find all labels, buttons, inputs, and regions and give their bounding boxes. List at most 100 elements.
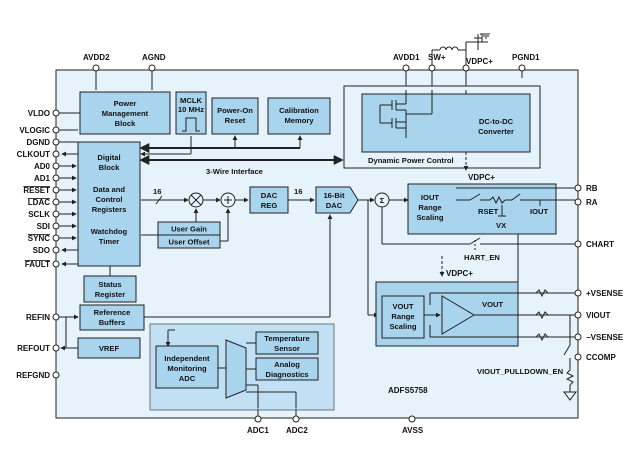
status-register-line1: Status [98,280,121,289]
mclk-line1: MCLK [180,96,202,105]
dac-reg-block [249,186,289,214]
pin-fault [52,260,60,268]
pin-ad1-label: AD1 [34,174,51,183]
pin-rb-label: RB [586,184,598,193]
power-management-line2: Management [102,109,149,118]
pin-reset [52,186,60,194]
digital-pin-wires [59,129,78,267]
pin-dgnd [52,138,60,146]
pin-sw-plus-label: SW+ [428,53,446,62]
pin-chart [574,240,582,248]
pin-avdd1 [402,64,410,72]
pin-adc1-label: ADC1 [247,426,269,435]
pin-avdd1-label: AVDD1 [393,53,420,62]
pin-refout [52,344,60,352]
pin-ra [574,198,582,206]
pin-ccomp [574,353,582,361]
digital-line7: Timer [99,237,120,246]
iout-switch-network [456,187,575,217]
pin-sync-label: SYNC [28,234,50,243]
pin-vsense-minus [574,333,582,341]
iout-label: IOUT [530,207,549,216]
status-register-line2: Register [95,290,125,299]
digital-line2: Block [99,163,120,172]
pulldown-switch [563,315,577,401]
pin-avdd2 [92,64,100,72]
pin-refgnd [52,371,60,379]
mclk-block [175,91,207,135]
dc-dc-line2: Converter [478,127,514,136]
iout-range-line2: Range [418,203,441,212]
digital-line5: Registers [92,205,127,214]
bus16-label-a: 16 [153,187,161,196]
vout-label: VOUT [482,300,503,309]
vdpc-label-a: VDPC+ [468,173,495,182]
bus16-label-b: 16 [294,187,302,196]
output-resistor-icon [535,311,549,320]
dac-16bit-line2: DAC [326,201,343,210]
vx-label: VX [496,221,506,230]
pin-refgnd-label: REFGND [16,371,50,380]
user-gain-label: User Gain [171,225,207,234]
pin-vlogic-label: VLOGIC [19,126,50,135]
pin-avss-label: AVSS [402,426,424,435]
mosfet-switch-icon [379,90,433,138]
calibration-memory-line2: Memory [284,116,314,125]
pin-ad0-label: AD0 [34,162,51,171]
pin-refout-label: REFOUT [17,344,50,353]
pin-clkout-label: CLKOUT [17,150,50,159]
power-management-line3: Block [115,119,136,128]
bottom-pins: ADC1 ADC2 AVSS [247,408,424,435]
pin-rb [574,184,582,192]
clock-waveform-icon [182,117,200,132]
dac-reg-line1: DAC [261,191,278,200]
vout-amplifier-icon [441,295,475,335]
pin-adc2 [292,415,300,423]
left-pins: VLDO VLOGIC DGND CLKOUT AD0 AD1 RESET LD… [16,109,60,380]
calibration-memory-line1: Calibration [279,106,319,115]
pin-ldac [52,198,60,206]
monitoring-adc-line3: ADC [179,374,196,383]
pin-sdo [52,246,60,254]
pin-vldo [52,109,60,117]
dynamic-power-control-label: Dynamic Power Control [368,156,454,165]
vout-range-line1: VOUT [392,302,413,311]
pin-adc1 [254,415,262,423]
pulldown-label: VIOUT_PULLDOWN_EN [477,367,563,376]
pin-pgnd1 [518,64,526,72]
pin-pgnd1-label: PGND1 [512,53,540,62]
digital-line1: Digital [97,153,120,162]
analog-diagnostics-line1: Analog [274,360,300,369]
pin-ccomp-label: CCOMP [586,353,616,362]
dc-dc-line1: DC-to-DC [479,117,514,126]
three-wire-interface-label: 3-Wire Interface [206,167,263,176]
pin-ldac-label: LDAC [28,198,50,207]
dac-reg-line2: REG [261,201,278,210]
pin-refin-label: REFIN [26,313,50,322]
pin-vdpc-plus-label: VDPC+ [466,57,493,66]
rset-label: RSET [478,207,499,216]
part-number: ADFS5758 [388,386,428,395]
pin-vsense-plus [574,289,582,297]
pin-dgnd-label: DGND [26,138,50,147]
pin-vsense-minus-label: −VSENSE [586,333,624,342]
vout-range-scaling-block [381,295,425,339]
power-management-line1: Power [114,99,137,108]
analog-diagnostics-line2: Diagnostics [265,370,308,379]
power-on-reset-line1: Power-On [217,106,253,115]
reference-buffers-line1: Reference [94,308,131,317]
monitoring-adc-line1: Independent [164,354,210,363]
reference-buffers-line2: Buffers [99,318,126,327]
external-inductor [431,33,490,65]
monitoring-adc-block [155,345,219,389]
sense-resistor-2-icon [535,333,549,342]
power-on-reset-block [211,97,259,135]
pin-agnd-label: AGND [142,53,166,62]
pin-viout [574,311,582,319]
pin-sdi [52,222,60,230]
vout-range-line2: Range [391,312,414,321]
pin-refin [52,313,60,321]
vout-range-line3: Scaling [389,322,416,331]
pin-chart-label: CHART [586,240,614,249]
